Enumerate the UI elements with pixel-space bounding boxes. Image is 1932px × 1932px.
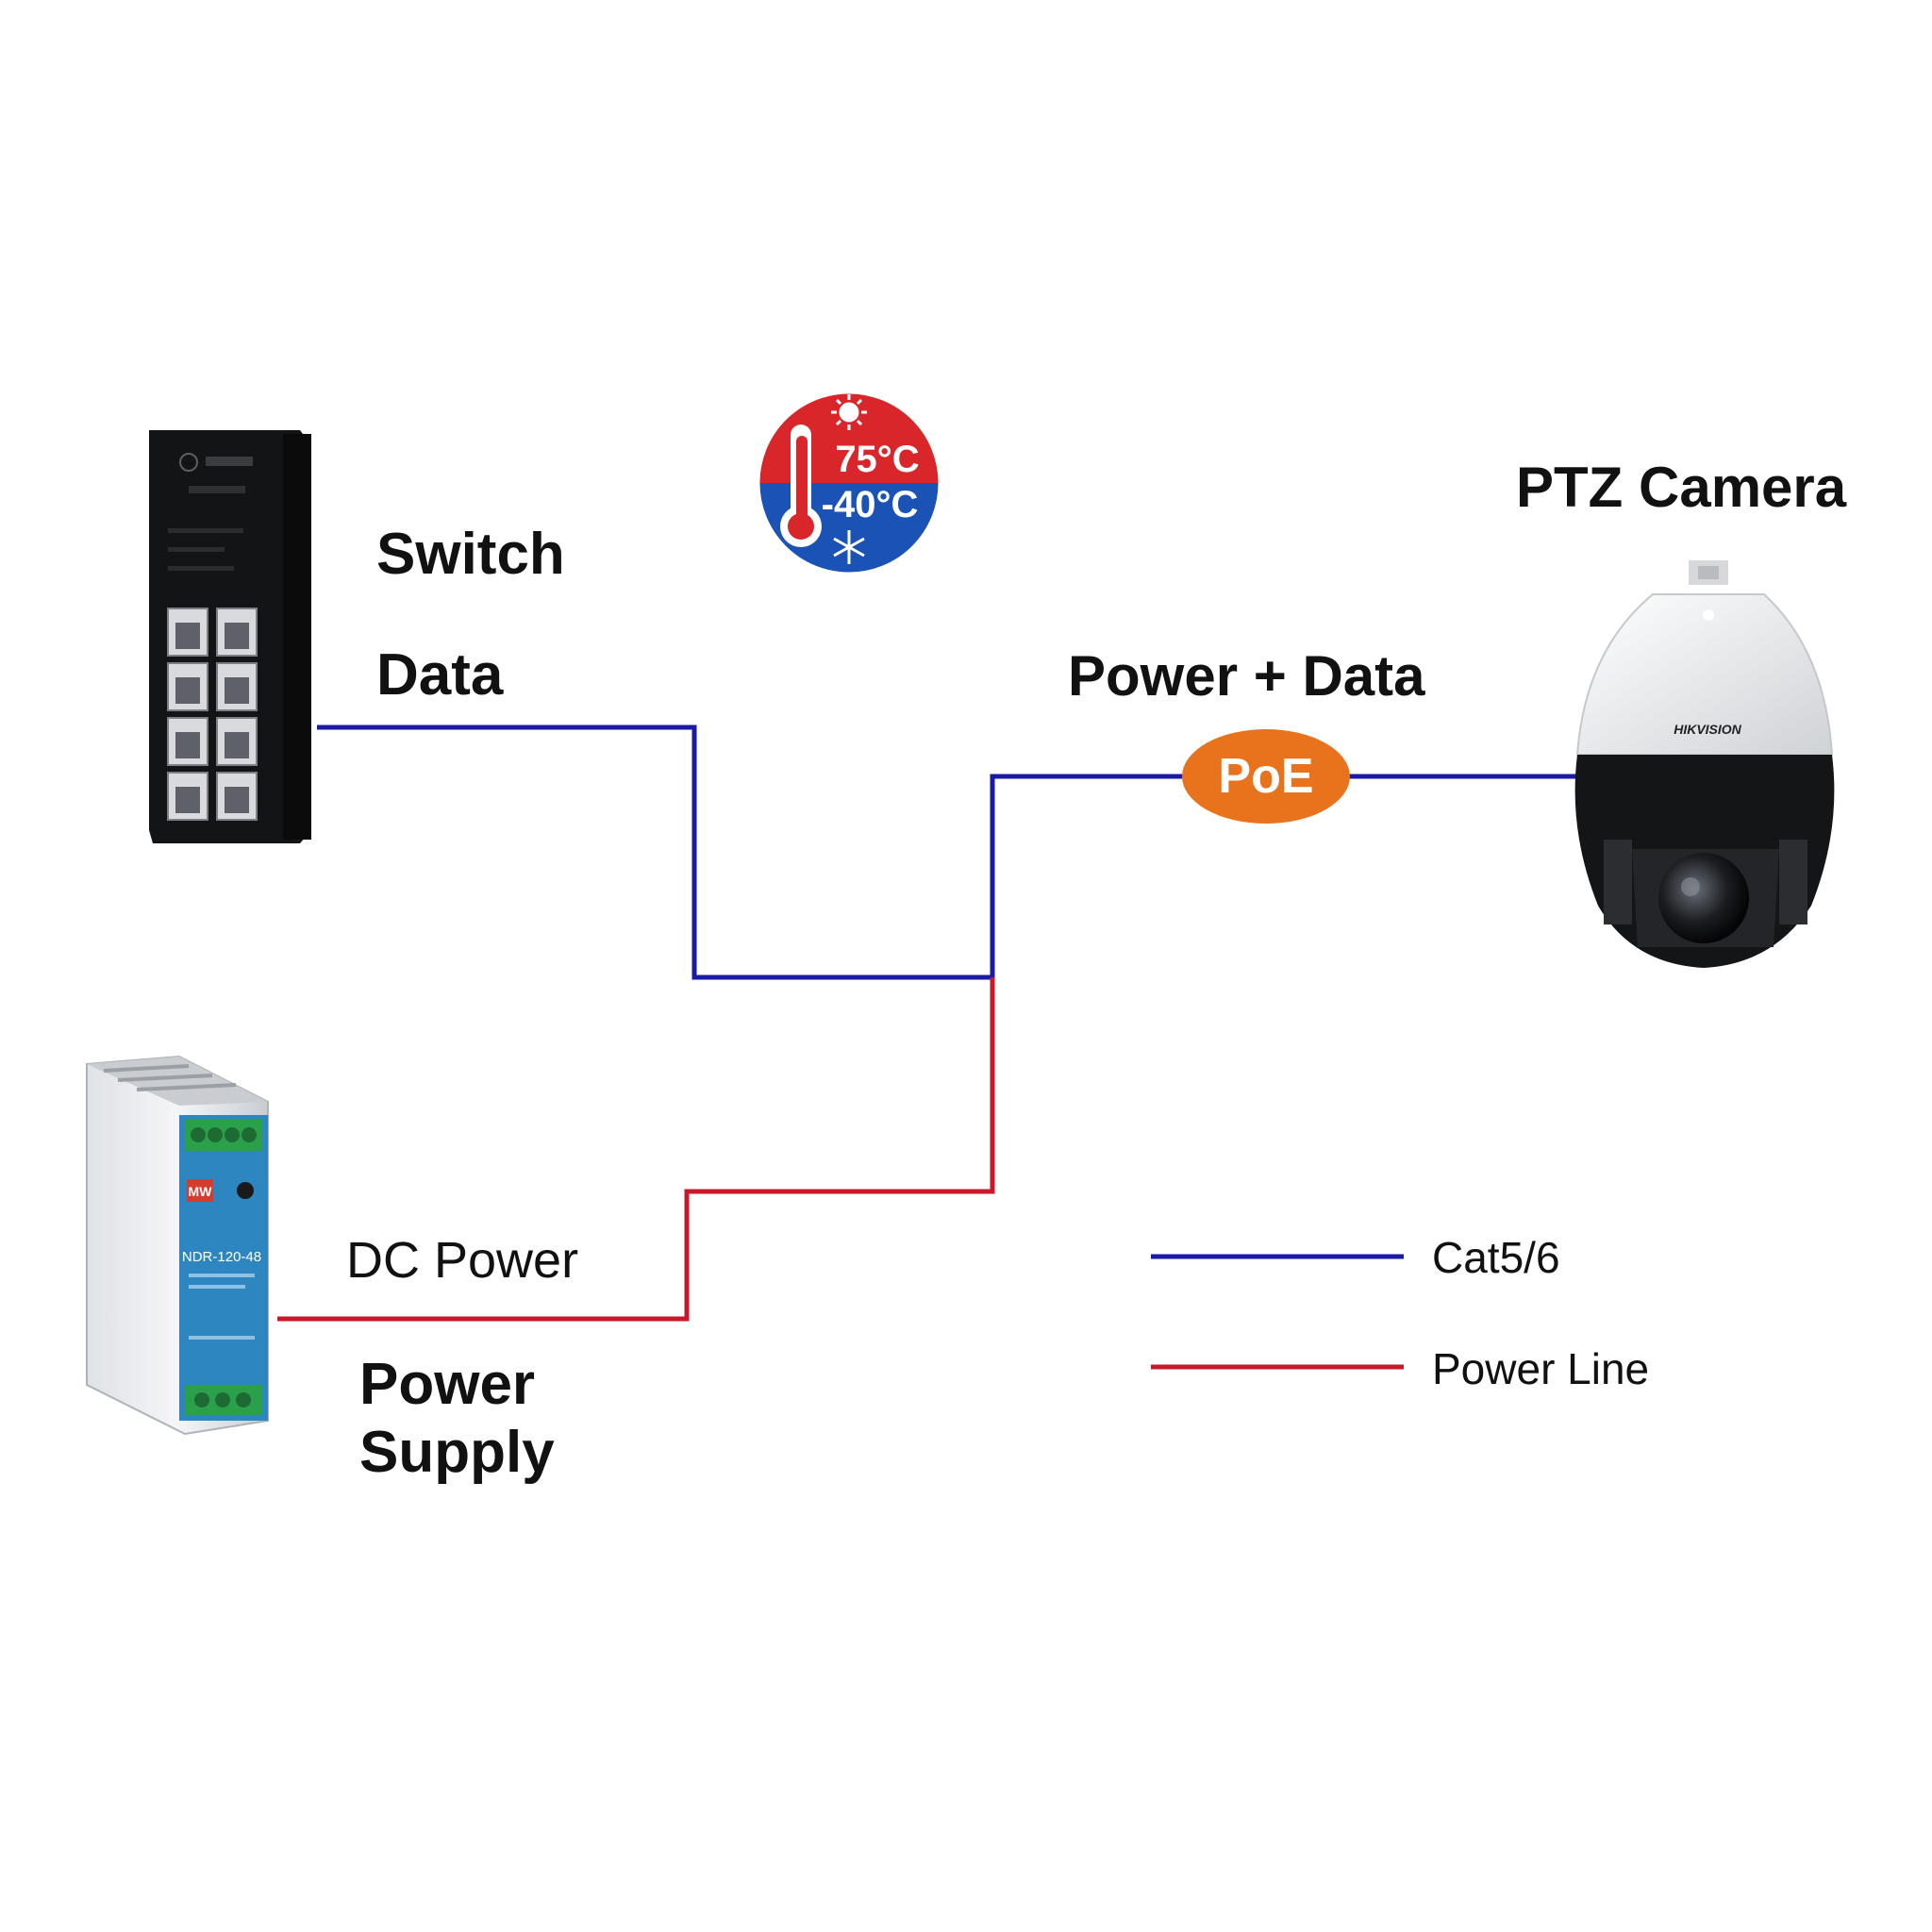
psu-brand-logo: MW bbox=[189, 1184, 213, 1199]
power-supply-label-line1: Power bbox=[359, 1351, 535, 1418]
ptz-camera-label: PTZ Camera bbox=[1516, 455, 1846, 520]
temp-low-label: -40°C bbox=[822, 484, 919, 525]
power-data-label: Power + Data bbox=[1068, 643, 1425, 708]
data-line-switch bbox=[317, 727, 992, 977]
camera-lens-icon bbox=[1658, 853, 1749, 943]
power-supply-device: MW NDR-120-48 bbox=[87, 1057, 268, 1434]
poe-badge-label: PoE bbox=[1218, 749, 1313, 804]
legend-power-label: Power Line bbox=[1432, 1343, 1649, 1394]
dc-power-label: DC Power bbox=[346, 1231, 578, 1290]
legend-cat-label: Cat5/6 bbox=[1432, 1232, 1560, 1283]
ptz-camera-device: HIKVISION bbox=[1575, 560, 1835, 968]
camera-brand-logo: HIKVISION bbox=[1674, 722, 1741, 737]
psu-label-panel bbox=[179, 1115, 268, 1421]
temp-high-label: 75°C bbox=[835, 439, 919, 480]
psu-model-label: NDR-120-48 bbox=[182, 1249, 261, 1265]
power-supply-label-line2: Supply bbox=[359, 1419, 555, 1486]
switch-label: Switch bbox=[376, 521, 565, 588]
temperature-badge: 75°C -40°C bbox=[755, 387, 943, 579]
data-label: Data bbox=[376, 641, 503, 708]
ethernet-switch-device bbox=[149, 430, 311, 843]
